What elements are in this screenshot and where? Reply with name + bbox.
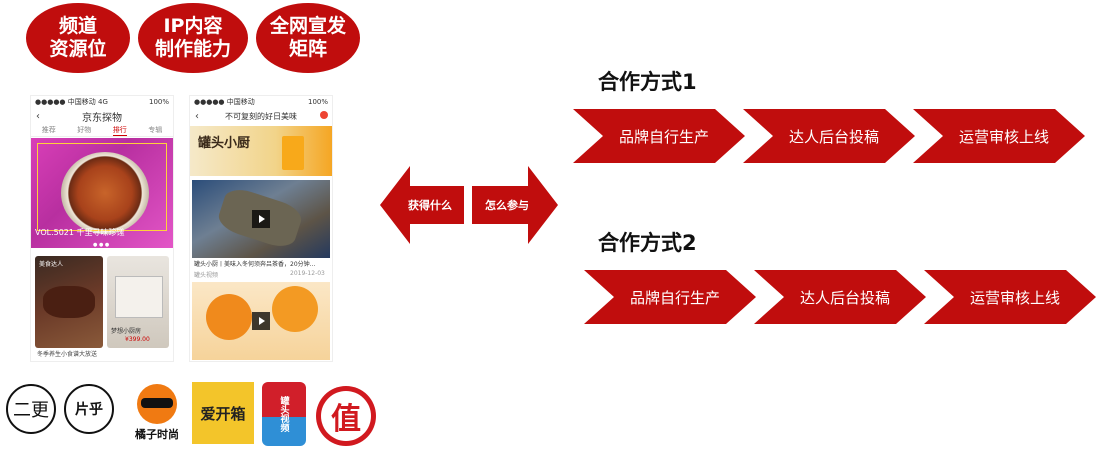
guantou-logo-icon: 罐头视频 [262,382,306,446]
arrow-label-right: 怎么参与 [485,199,529,212]
play-icon[interactable] [252,210,270,228]
battery-text: 100% [307,98,328,106]
status-text: ●●●●● 中国移动 4G [35,98,108,106]
share-icon[interactable] [320,111,328,119]
video-thumb-1[interactable] [192,180,330,258]
mode-2-step-3: 运营审核上线 [924,270,1096,324]
mode-2-title: 合作方式2 [598,231,697,255]
card-1-caption: 冬季养生小食谱大放送 [37,351,98,358]
orange-fashion-logo-icon: 橘子时尚 [128,380,186,446]
article-caption: 罐头小厨丨美味入冬何须奔吕茶香，20分钟... [194,261,316,268]
status-bar: ●●●●● 中国移动 100% [190,96,332,108]
card-price: ¥399.00 [125,336,150,343]
mode-1-step-3: 运营审核上线 [913,109,1085,163]
play-icon[interactable] [252,312,270,330]
phone-screenshot-2: ●●●●● 中国移动 100% ‹ 不可复刻的好日美味 罐头小厨 罐头小厨丨美味… [189,95,333,362]
phone-screenshot-1: ●●●●● 中国移动 4G 100% ‹ 京东探物 推荐 好物 排行 专辑 VO… [30,95,174,362]
mode-2-step-2: 达人后台投稿 [754,270,926,324]
card-user: 美食达人 [39,261,64,268]
orange-dessert-right-image [272,286,318,332]
hero-banner[interactable]: VOL.5021 千里寻味珍馐 ● ● ● [31,138,173,248]
battery-text: 100% [148,98,169,106]
left-arrow-get-what: 获得什么 [380,166,464,244]
back-icon[interactable]: ‹ [195,110,199,122]
orange-sunglasses-icon [137,384,177,424]
kitchen-image [115,276,163,318]
badge-ip-content: IP内容 制作能力 [138,3,248,73]
status-bar: ●●●●● 中国移动 4G 100% [31,96,173,108]
hero-caption: VOL.5021 千里寻味珍馐 [35,228,125,237]
feed-card-2[interactable]: 梦想小厨房 ¥399.00 [107,256,169,348]
ergeng-logo-icon: 二更 [6,384,56,434]
brand-name: 值 [331,402,361,437]
step-label: 品牌自行生产 [629,288,720,307]
mode-2-step-1: 品牌自行生产 [584,270,756,324]
mode-1-step-1: 品牌自行生产 [573,109,745,163]
brand-name: 罐头视频 [278,396,289,432]
article-source: 罐头视频 [194,272,219,279]
tab-goods[interactable]: 好物 [77,126,92,134]
nav-bar: ‹ 不可复刻的好日美味 [190,108,332,124]
card-caption: 梦想小厨房 [111,328,142,335]
zhi-logo-icon: 值 [314,384,378,448]
status-text: ●●●●● 中国移动 [194,98,255,106]
brand-name: 橘子时尚 [135,428,179,441]
badge-promotion-matrix: 全网宣发 矩阵 [256,3,360,73]
juice-glass-image [282,136,304,170]
nav-bar: ‹ 京东探物 [31,108,173,124]
mode-1-step-2: 达人后台投稿 [743,109,915,163]
page-title: 京东探物 [82,112,122,124]
promo-banner[interactable]: 罐头小厨 [190,126,332,176]
mode-1-title: 合作方式1 [598,70,697,94]
arrow-label-left: 获得什么 [408,199,452,212]
tab-bar: 推荐 好物 排行 专辑 [31,124,173,137]
orange-dessert-left-image [206,294,252,340]
tab-album[interactable]: 专辑 [148,126,163,134]
highlight-frame [37,143,167,231]
brand-name: 爱开箱 [200,404,246,423]
step-label: 运营审核上线 [969,288,1060,307]
step-label: 达人后台投稿 [788,127,879,146]
badge-channel-resources: 频道 资源位 [26,3,130,73]
right-arrow-how-participate: 怎么参与 [472,166,558,244]
article-date: 2019-12-03 [290,270,325,277]
steak-image [43,286,95,318]
back-icon[interactable]: ‹ [36,110,40,122]
step-label: 运营审核上线 [958,127,1049,146]
step-label: 品牌自行生产 [618,127,709,146]
brand-name: 片乎 [75,402,103,418]
food-plate-image [61,152,149,234]
tab-rank[interactable]: 排行 [112,125,127,136]
aikaixiang-logo-icon: 爱开箱 [192,382,254,444]
banner-title: 罐头小厨 [198,136,251,151]
pianhu-logo-icon: 片乎 [64,384,114,434]
step-label: 达人后台投稿 [799,288,890,307]
page-title: 不可复刻的好日美味 [225,111,297,121]
video-thumb-2[interactable] [192,282,330,360]
tab-recommend[interactable]: 推荐 [41,126,56,134]
feed-card-1[interactable]: 美食达人 [35,256,103,348]
carousel-dots: ● ● ● [93,242,110,248]
brand-name: 二更 [13,400,49,421]
